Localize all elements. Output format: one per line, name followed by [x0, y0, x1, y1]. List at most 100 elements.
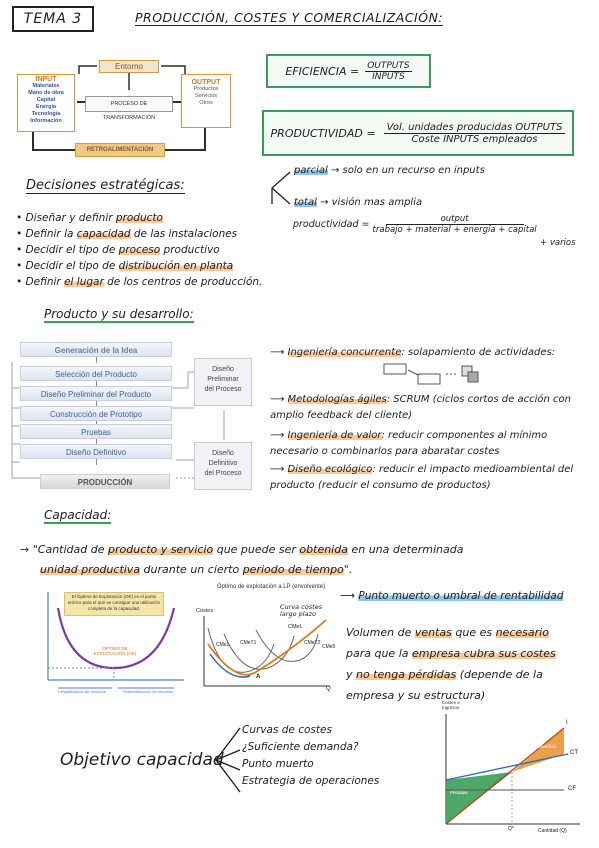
decision-post: de las instalaciones	[130, 228, 238, 240]
side1-line3: del Proceso	[204, 386, 242, 393]
def-mid3: durante un cierto	[140, 563, 243, 576]
optimum-exploitation-chart: El Óptimo de Explotación (OE) es el punt…	[28, 588, 190, 698]
output-item: Productos	[193, 86, 219, 92]
parcial-line: parcial → solo en un recurso en inputs	[294, 165, 485, 176]
breakeven-heading-line: ⟶ Punto muerto o umbral de rentabilidad	[340, 590, 564, 602]
objective-item: ¿Suficiente demanda?	[242, 741, 359, 753]
be-label-qstar: Q*	[508, 826, 514, 832]
def-mid: que puede ser	[213, 543, 300, 556]
def-end: ".	[343, 563, 353, 576]
be-hl1: ventas	[414, 626, 452, 639]
be-hl4: no tenga pérdidas	[356, 668, 457, 681]
product-step: Generación de la Idea	[20, 342, 172, 357]
side1-line2: Preliminar	[207, 376, 239, 383]
step-arrow	[96, 401, 97, 407]
productivity-fraction: Vol. unidades producidas OUTPUTS Coste I…	[383, 122, 566, 145]
note1-text: : solapamiento de actividades:	[401, 347, 556, 358]
lp-label-cme1: CMe1	[216, 642, 230, 648]
efficiency-formula: EFICIENCIA = OUTPUTS INPUTS	[266, 54, 431, 88]
lp-chart-title: Óptimo de explotación a LP (envolvente)	[216, 584, 326, 590]
productivity-branch	[271, 171, 291, 205]
lp-label-cmet2: CMeT2	[304, 640, 321, 646]
capacity-definition: → "Cantidad de producto y servicio que p…	[20, 543, 464, 576]
note3-text: : reducir componentes al mínimo necesari…	[270, 430, 548, 457]
product-note-1: ⟶ Ingeniería concurrente: solapamiento d…	[270, 347, 556, 358]
be-label-ct: CT	[570, 750, 578, 756]
be-label-perdidas: Pérdidas	[450, 790, 468, 795]
be-chart-xlabel: Cantidad (Q)	[538, 828, 567, 834]
def-pre: "Cantidad de	[32, 543, 108, 556]
decision-post: productivo	[160, 244, 220, 256]
bullet: •	[16, 260, 26, 272]
decision-pre: Definir la	[25, 228, 77, 240]
oe-info-box: El Óptimo de Explotación (OE) es el punt…	[64, 592, 164, 616]
lp-chart-note: Curva costes largo plazo	[280, 603, 323, 618]
decision-highlight: el lugar	[64, 276, 104, 288]
output-item: Servicios	[194, 93, 218, 99]
productivity-num: Vol. unidades producidas OUTPUTS	[383, 122, 566, 134]
side2-line1: Diseño	[212, 450, 234, 457]
efficiency-fraction: OUTPUTS INPUTS	[365, 61, 412, 82]
bullet: •	[16, 276, 26, 288]
objective-item: Curvas de costes	[242, 724, 332, 736]
bullet: •	[16, 228, 26, 240]
def-hl4: periodo de tiempo	[242, 563, 344, 576]
product-step: Pruebas	[20, 424, 172, 439]
step-arrow	[96, 357, 97, 363]
def-mid2: en una determinada	[347, 543, 464, 556]
total-text: → visión mas amplia	[320, 197, 423, 208]
lp-x-label: Q	[326, 686, 331, 692]
prod-den-extra: + varios	[540, 238, 576, 248]
side2-line2: Definitivo	[208, 460, 238, 467]
productivity-formula: PRODUCTIVIDAD = Vol. unidades producidas…	[262, 110, 574, 156]
output-title: OUTPUT	[191, 79, 221, 86]
product-step: Construcción de Prototipo	[20, 406, 172, 421]
be-t2: para que la	[346, 647, 412, 660]
decisions-heading: Decisiones estratégicas:	[26, 178, 185, 194]
lp-chart-svg	[203, 616, 330, 687]
efficiency-den: INPUTS	[372, 71, 405, 82]
topic-number-box: TEMA 3	[12, 6, 94, 32]
prod-label: productividad =	[293, 219, 370, 230]
productivity-lhs: PRODUCTIVIDAD =	[270, 126, 376, 140]
productivity-den: Coste INPUTS empleados	[411, 133, 538, 145]
prod-num: output	[385, 214, 524, 225]
be-hl2: necesario	[495, 626, 549, 639]
entorno-box: Entorno	[99, 60, 159, 73]
decision-highlight: producto	[115, 212, 163, 224]
productivity-total-formula: productividad = output trabajo + materia…	[293, 214, 537, 235]
decision-highlight: proceso	[118, 244, 161, 256]
output-item: Otros	[199, 100, 213, 106]
bullet: •	[16, 244, 26, 256]
def-hl3: unidad productiva	[40, 563, 141, 576]
product-note-2: ⟶ Metodologías ágiles: SCRUM (ciclos cor…	[270, 394, 571, 421]
objective-brace	[215, 727, 241, 793]
lp-envelope-chart: Óptimo de explotación a LP (envolvente) …	[196, 584, 336, 694]
decision-pre: Definir	[25, 276, 65, 288]
side2-line3: del Proceso	[204, 470, 242, 477]
oe-right-label: Sobreutilización de recursos	[122, 689, 174, 694]
input-item: Energía	[35, 104, 57, 110]
breakeven-heading: Punto muerto o umbral de rentabilidad	[358, 590, 564, 602]
decision-item: • Decidir el tipo de proceso productivo	[16, 244, 220, 256]
page-title: PRODUCCIÓN, COSTES Y COMERCIALIZACIÓN:	[135, 10, 444, 26]
product-note-4: ⟶ Diseño ecológico: reducir el impacto m…	[270, 464, 574, 491]
def-hl1: producto y servicio	[108, 543, 214, 556]
oe-center-label: ÓPTIMO DE EXPLOTACIÓN (OE)	[93, 646, 137, 656]
overlap-sketch	[383, 363, 479, 385]
oe-chart-svg	[47, 592, 184, 689]
process-definitive-box: Diseño Definitivo del Proceso	[194, 442, 252, 490]
note2-text: : SCRUM (ciclos cortos de acción con amp…	[270, 394, 571, 421]
product-heading: Producto y su desarrollo:	[44, 307, 194, 323]
be-t1mid: que es	[451, 626, 496, 639]
be-t3: y	[346, 668, 357, 681]
input-item: Mano de obra	[28, 90, 64, 96]
note2-highlight: Metodologías ágiles	[287, 394, 387, 405]
product-step: PRODUCCIÓN	[40, 474, 170, 489]
be-chart-svg	[445, 714, 580, 825]
note1-highlight: Ingeniería concurrente	[287, 347, 402, 358]
be-label-i: I	[566, 720, 568, 726]
breakeven-text: Volumen de ventas que es necesario para …	[346, 622, 586, 706]
